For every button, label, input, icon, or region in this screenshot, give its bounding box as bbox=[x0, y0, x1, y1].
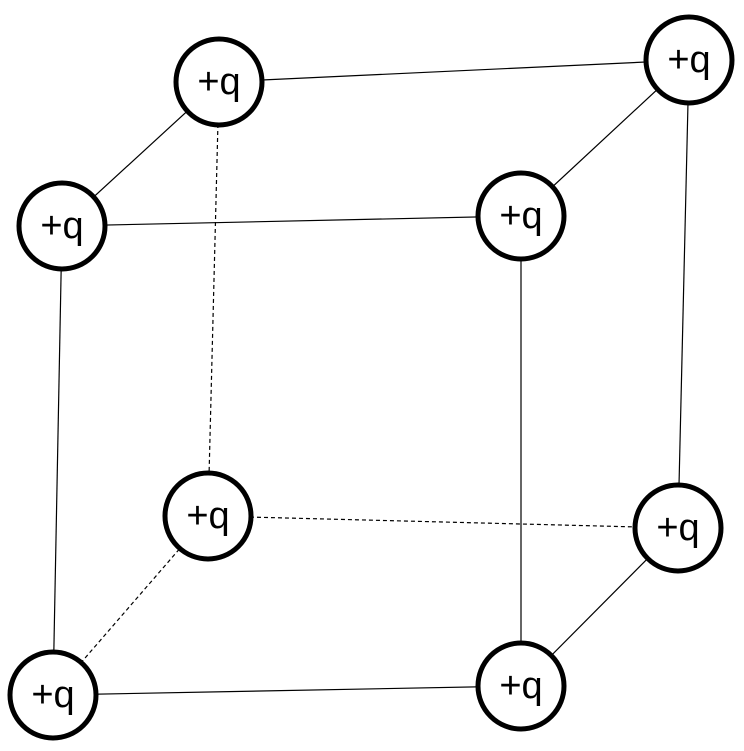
edge-back-bottom-hidden bbox=[207, 515, 679, 529]
charge-circle bbox=[632, 482, 724, 574]
charge-label: +q bbox=[31, 674, 74, 716]
charge-label: +q bbox=[197, 61, 240, 103]
charge-circle bbox=[7, 649, 99, 741]
charge-circle bbox=[475, 170, 567, 262]
charge-front-bottom-right: +q bbox=[475, 640, 567, 732]
edge-back-top bbox=[218, 59, 690, 83]
charge-back-bottom-right: +q bbox=[632, 482, 724, 574]
charge-label: +q bbox=[499, 665, 542, 707]
charge-label: +q bbox=[40, 205, 83, 247]
charge-circle bbox=[173, 36, 265, 128]
charge-circle bbox=[475, 640, 567, 732]
charge-back-top-left: +q bbox=[173, 36, 265, 128]
charge-back-bottom-left: +q bbox=[162, 470, 254, 562]
charge-label: +q bbox=[499, 195, 542, 237]
charge-front-top-left: +q bbox=[16, 180, 108, 272]
edge-front-bottom bbox=[52, 685, 522, 696]
edge-front-top bbox=[61, 215, 522, 227]
edge-back-right bbox=[677, 59, 690, 529]
edge-front-left bbox=[52, 225, 63, 696]
charge-circle bbox=[16, 180, 108, 272]
charge-circle bbox=[162, 470, 254, 562]
charge-label: +q bbox=[186, 495, 229, 537]
charge-circle bbox=[643, 14, 735, 106]
cube-edges bbox=[52, 59, 690, 696]
charge-back-top-right: +q bbox=[643, 14, 735, 106]
charge-label: +q bbox=[656, 507, 699, 549]
charge-front-top-right: +q bbox=[475, 170, 567, 262]
edge-back-left-hidden bbox=[207, 81, 220, 517]
charge-label: +q bbox=[667, 39, 710, 81]
charge-front-bottom-left: +q bbox=[7, 649, 99, 741]
